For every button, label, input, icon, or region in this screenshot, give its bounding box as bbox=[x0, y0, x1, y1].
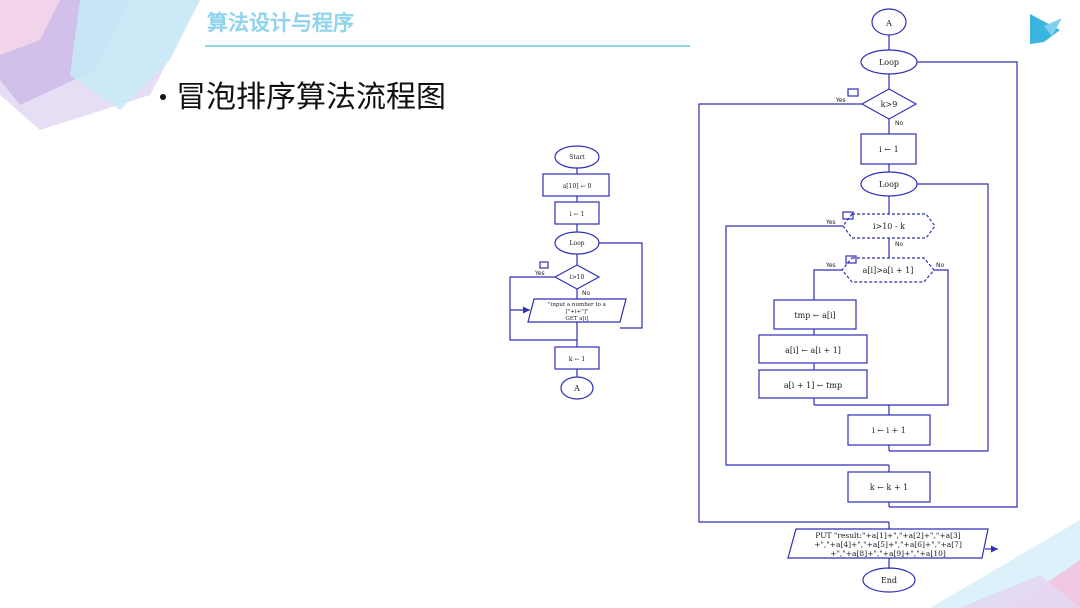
right-ai-assign-label: a[i] ← a[i + 1] bbox=[785, 346, 841, 355]
right-flowchart bbox=[698, 8, 1018, 593]
header-title: 算法设计与程序 bbox=[207, 11, 354, 35]
right-cond-swap-label: a[i]>a[i + 1] bbox=[863, 266, 914, 275]
left-start-label: Start bbox=[569, 154, 585, 161]
right-connector-label: A bbox=[885, 19, 892, 28]
decor-top-left bbox=[0, 0, 200, 130]
right-yes-k-label: Yes bbox=[835, 97, 846, 104]
right-inc-i-label: i ← i + 1 bbox=[872, 426, 906, 435]
right-ai1-assign-label: a[i + 1] ← tmp bbox=[784, 381, 842, 390]
right-inc-k-label: k ← k + 1 bbox=[870, 483, 908, 492]
right-inner-loop-label: Loop bbox=[879, 180, 899, 189]
left-init-array-label: a[10] ← 0 bbox=[563, 183, 592, 190]
left-cond-label: i>10 bbox=[570, 274, 585, 281]
right-yes-i-label: Yes bbox=[825, 219, 836, 226]
right-no-k-label: No bbox=[895, 120, 903, 127]
right-tmp-assign-label: tmp ← a[i] bbox=[794, 311, 835, 320]
left-init-k-label: k ← 1 bbox=[569, 356, 585, 363]
right-no-i-label: No bbox=[895, 241, 903, 248]
right-put-line1: PUT "result:"+a[1]+","+a[2]+","+a[3] bbox=[815, 531, 961, 540]
right-put-line3: +","+a[8]+","+a[9]+","+a[10] bbox=[830, 549, 946, 558]
right-put-line2: +","+a[4]+","+a[5]+","+a[6]+","+a[7] bbox=[814, 540, 962, 549]
right-outer-loop-label: Loop bbox=[879, 58, 899, 67]
bullet-dot bbox=[160, 94, 166, 100]
right-yes-swap-label: Yes bbox=[825, 262, 836, 269]
decor-bottom-right bbox=[930, 520, 1080, 608]
left-io-line2: ["+i+"]" bbox=[566, 309, 589, 315]
right-cond-k-label: k>9 bbox=[881, 100, 898, 109]
right-no-swap-label: No bbox=[936, 262, 944, 269]
bird-logo-icon bbox=[1030, 14, 1062, 44]
right-init-i-label: i ← 1 bbox=[879, 145, 898, 154]
left-flowchart bbox=[509, 145, 643, 400]
left-connector-label: A bbox=[573, 384, 580, 393]
right-cond-i-label: i>10 - k bbox=[873, 222, 905, 231]
left-no-label: No bbox=[582, 290, 590, 297]
left-io-line1: "input a number to a bbox=[548, 302, 607, 308]
left-yes-label: Yes bbox=[534, 270, 545, 277]
right-end-label: End bbox=[881, 576, 897, 585]
bullet-text: 冒泡排序算法流程图 bbox=[176, 80, 446, 115]
left-io-line3: GET a[i] bbox=[565, 316, 588, 322]
left-init-i-label: i ← 1 bbox=[570, 211, 585, 218]
left-loop-label: Loop bbox=[569, 240, 584, 247]
